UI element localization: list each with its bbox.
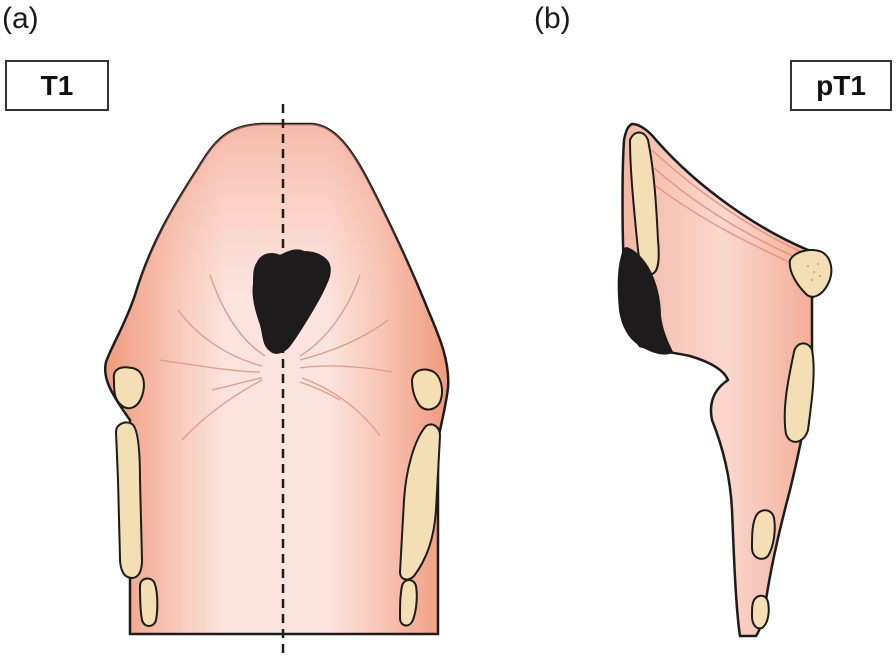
stage-box-a: T1 <box>5 60 109 111</box>
right-thyroid-cartilage <box>398 423 442 581</box>
tracheal-ring-segment-b <box>750 594 770 630</box>
left-arytenoid-cartilage <box>112 366 145 410</box>
arytenoid-cartilage-b <box>788 249 833 298</box>
panel-label-a: (a) <box>2 2 39 35</box>
coronal-view-a <box>103 104 450 658</box>
thyroid-cartilage-segment-b <box>783 342 815 443</box>
stage-box-b: pT1 <box>790 60 892 111</box>
right-cricoid-cartilage <box>398 579 418 627</box>
tumor-lesion-a <box>252 249 331 354</box>
cartilage-texture-b <box>807 263 821 281</box>
left-cricoid-cartilage <box>138 577 159 627</box>
right-arytenoid-cartilage <box>410 368 443 411</box>
mucosal-folds-a <box>159 274 393 441</box>
left-thyroid-cartilage <box>114 421 144 580</box>
panel-label-b: (b) <box>534 2 571 35</box>
epiglottic-cartilage-b <box>628 131 660 276</box>
sagittal-view-b <box>617 122 833 638</box>
cricoid-cartilage-segment-b <box>750 509 776 560</box>
fold-streaks-b <box>651 149 807 267</box>
tumor-lesion-b <box>617 246 674 355</box>
